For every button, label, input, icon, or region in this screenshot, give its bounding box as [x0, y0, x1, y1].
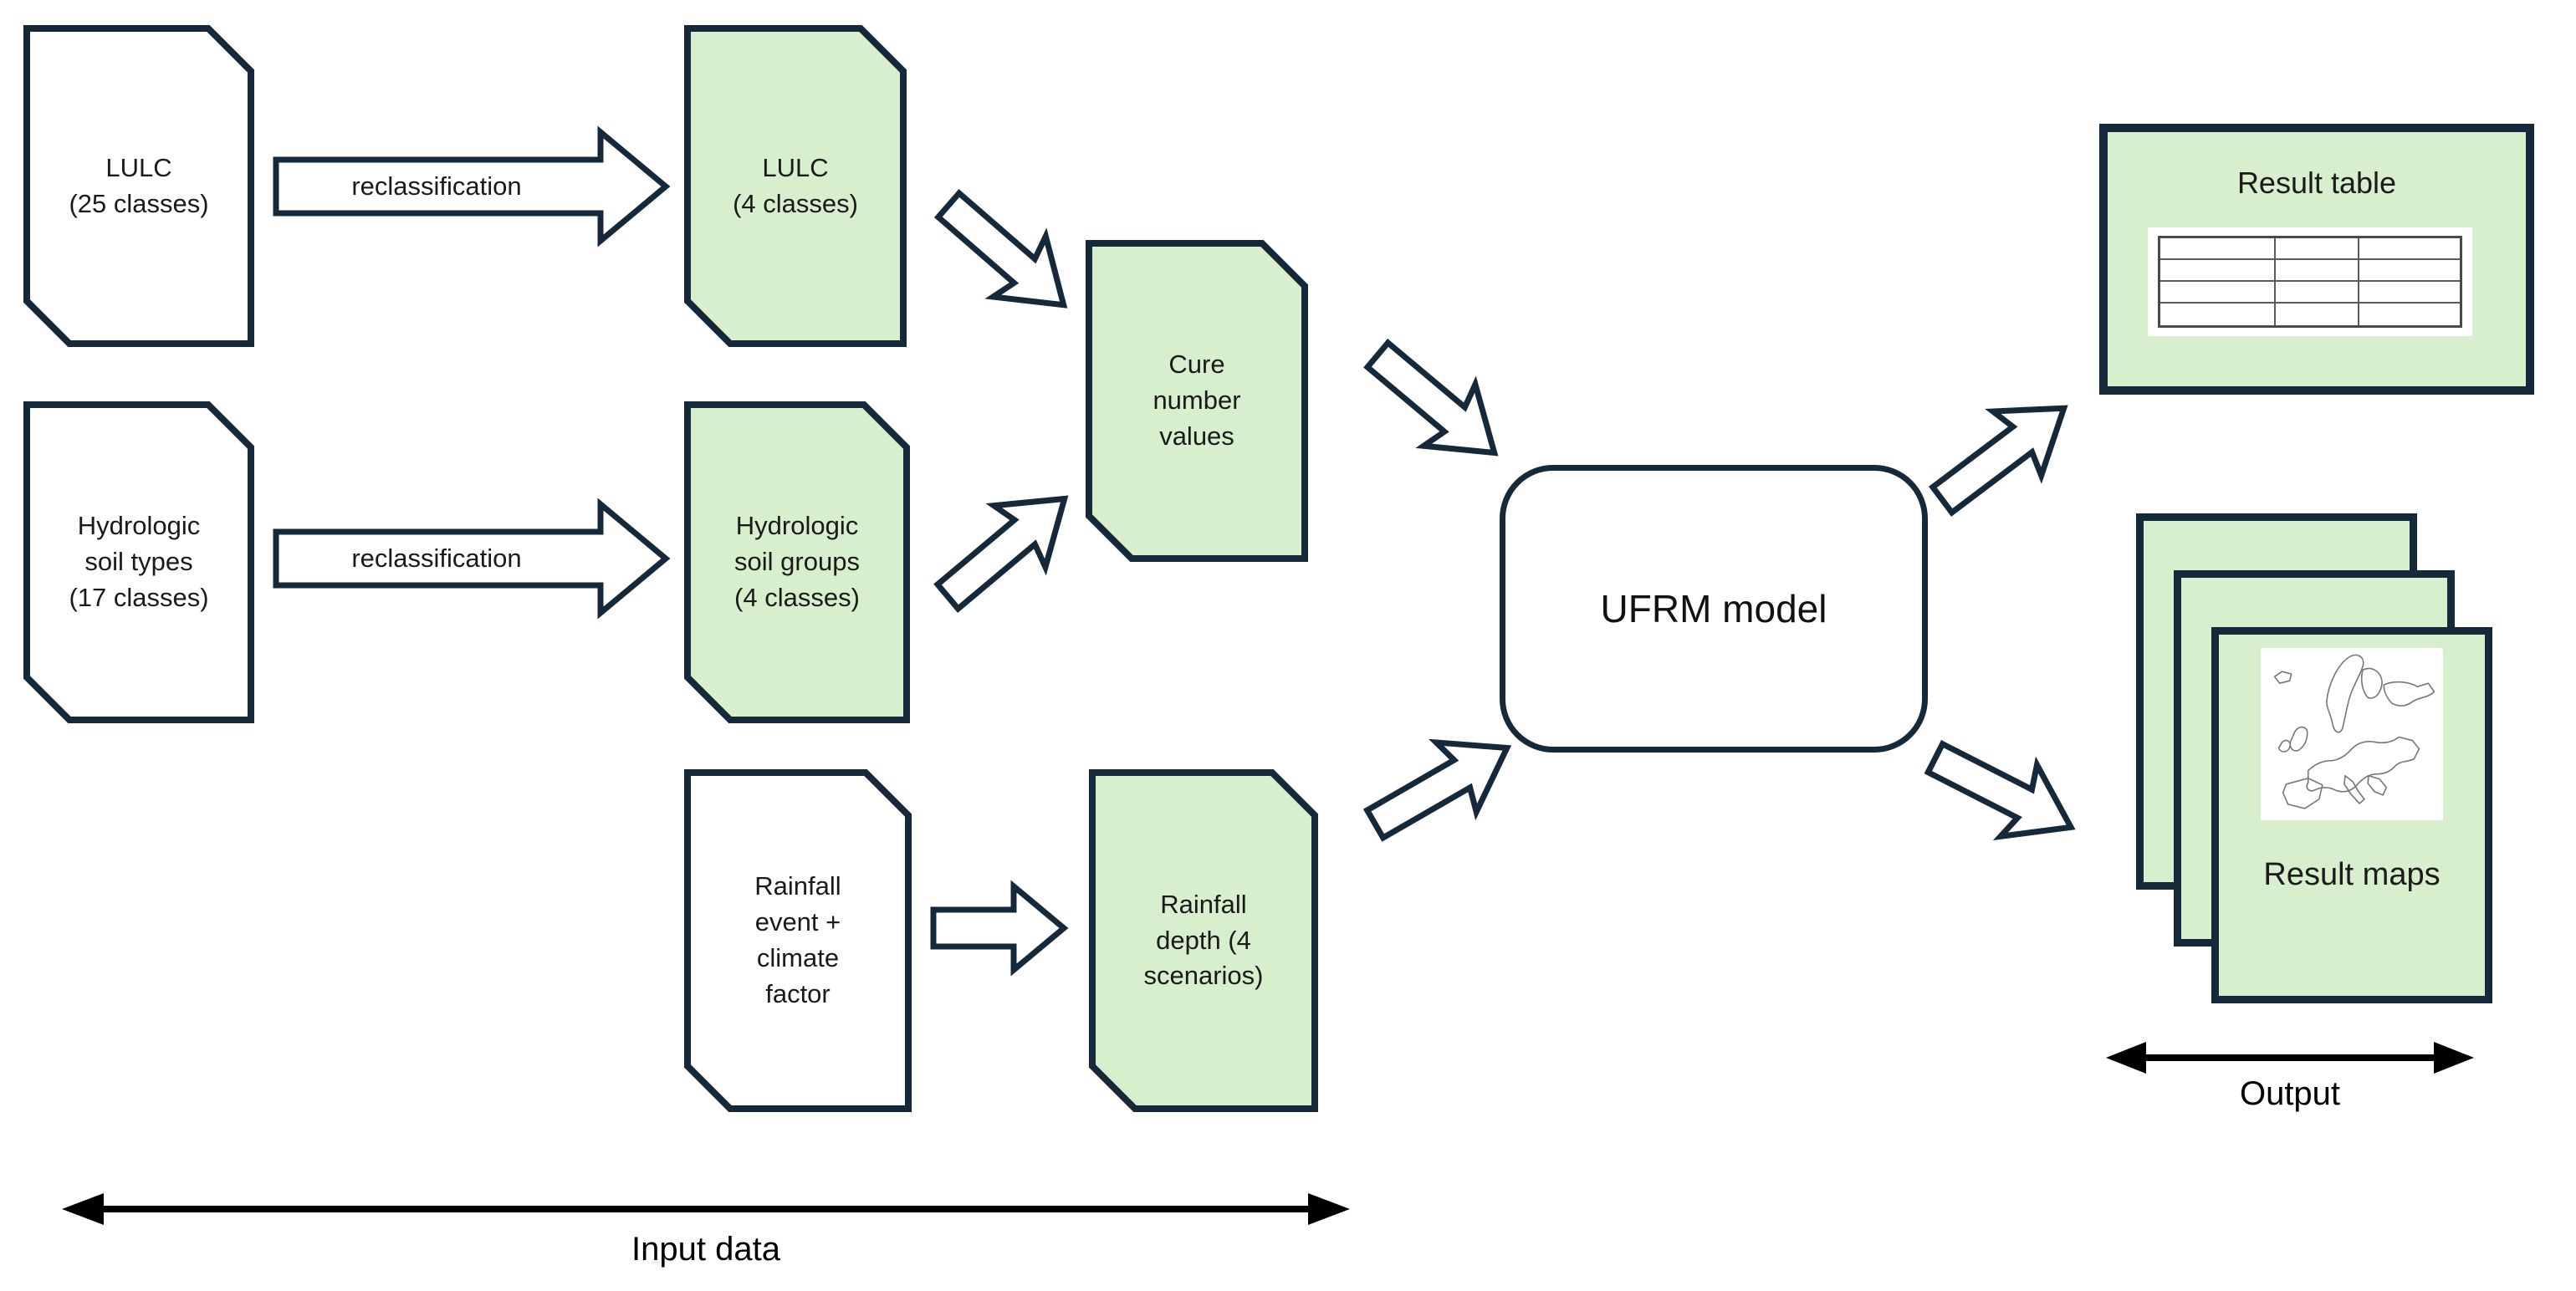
- input-data-span-arrow: [59, 1182, 1353, 1236]
- box-cure-number-values: Cure number values: [1086, 240, 1308, 562]
- result-table-title: Result table: [2236, 166, 2397, 200]
- block-arrow-right-icon: [273, 498, 671, 620]
- document-shape: [23, 25, 254, 347]
- arrow-reclassification-soil: reclassification: [273, 496, 671, 621]
- box-label: Cure number values: [1153, 350, 1241, 451]
- arrow-lulc4-to-cure-numbers: [916, 168, 1096, 342]
- block-arrow-icon: [1363, 339, 1499, 457]
- ufrm-model-box: UFRM model: [1500, 465, 1928, 753]
- arrow-soil-groups-to-cure-numbers: [916, 462, 1096, 634]
- table-grid-icon: [2148, 227, 2472, 336]
- result-maps-caption: Result maps: [2263, 857, 2441, 892]
- document-shape: [684, 401, 910, 723]
- box-hydrologic-soil-groups: Hydrologic soil groups (4 classes): [684, 401, 910, 723]
- box-label: Rainfall depth (4 scenarios): [1143, 889, 1264, 991]
- europe-outline-map: [2273, 654, 2435, 809]
- document-shape: [1086, 240, 1308, 562]
- table-row: [2160, 238, 2460, 260]
- box-label: Rainfall event + climate factor: [754, 871, 841, 1008]
- block-arrow-icon: [1362, 738, 1512, 842]
- box-label: Hydrologic soil types (17 classes): [69, 511, 209, 612]
- arrow-cure-numbers-to-model: [1346, 318, 1526, 490]
- arrow-label: reclassification: [351, 543, 522, 573]
- box-label: Hydrologic soil groups (4 classes): [734, 511, 860, 612]
- document-shape: [1089, 769, 1318, 1112]
- table-column-divider: [2274, 238, 2277, 325]
- box-rainfall-event-climate-factor: Rainfall event + climate factor: [684, 769, 912, 1112]
- box-rainfall-depth-scenarios: Rainfall depth (4 scenarios): [1089, 769, 1318, 1112]
- arrow-rainfall-depth-to-model: [1349, 707, 1533, 865]
- box-label: LULC (25 classes): [69, 152, 209, 218]
- result-map-page-front: Result maps: [2211, 627, 2492, 1003]
- block-arrow-icon: [933, 495, 1069, 613]
- box-lulc-4-classes: LULC (4 classes): [684, 25, 907, 347]
- model-label: UFRM model: [1600, 587, 1827, 630]
- table-row: [2160, 260, 2460, 282]
- table-column-divider: [2358, 238, 2360, 325]
- block-arrow-icon: [933, 189, 1068, 309]
- block-arrow-icon: [1928, 405, 2068, 517]
- output-span-arrow: [2103, 1031, 2477, 1084]
- block-arrow-right-icon: [930, 880, 1069, 977]
- double-headed-arrow-icon: [62, 1193, 1350, 1225]
- block-arrow-icon: [1924, 740, 2076, 841]
- mini-table-grid: [2158, 236, 2462, 328]
- arrow-label: reclassification: [351, 171, 522, 201]
- arrow-rainfall-event-to-depth: [930, 878, 1069, 978]
- document-shape: [23, 401, 254, 723]
- document-shape: [684, 25, 907, 347]
- input-box-hydrologic-soil-types: Hydrologic soil types (17 classes): [23, 401, 254, 723]
- table-row: [2160, 282, 2460, 304]
- double-headed-arrow-icon: [2106, 1042, 2474, 1074]
- input-box-lulc-25-classes: LULC (25 classes): [23, 25, 254, 347]
- arrow-model-to-result-maps: [1911, 716, 2094, 870]
- arrow-reclassification-lulc: reclassification: [273, 124, 671, 249]
- block-arrow-right-icon: [273, 125, 671, 247]
- europe-map-icon: [2261, 648, 2443, 820]
- input-data-label: Input data: [631, 1231, 780, 1268]
- output-label: Output: [2239, 1075, 2341, 1112]
- arrow-model-to-result-table: [1912, 370, 2094, 538]
- result-table-card: Result table: [2099, 124, 2534, 395]
- box-label: LULC (4 classes): [733, 152, 858, 218]
- document-shape: [684, 769, 912, 1112]
